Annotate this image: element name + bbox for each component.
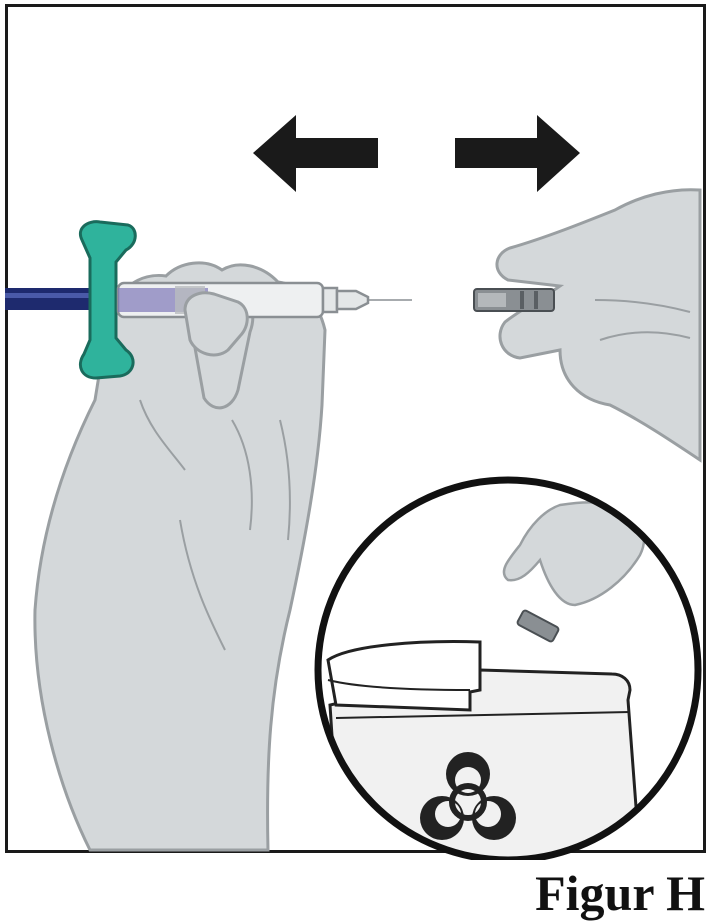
right-gloved-hand (495, 188, 702, 463)
left-gloved-hand (33, 261, 327, 852)
arrow-left-icon (253, 115, 378, 192)
illustration (5, 115, 702, 860)
arrow-right-icon (455, 115, 580, 192)
biohazard-icon (420, 752, 516, 840)
needle-cap (473, 288, 555, 312)
figure-caption: Figur H (535, 865, 705, 921)
plunger-handle (79, 220, 137, 380)
left-thumb (183, 291, 249, 357)
sharps-disposal-inset (314, 476, 702, 860)
